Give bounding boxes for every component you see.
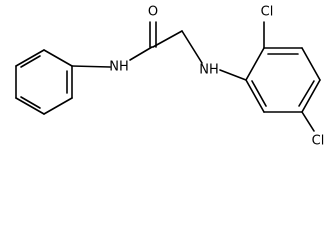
chlorine-bottom-label: Cl [312, 134, 325, 149]
bond-cl-bottom [301, 111, 315, 132]
bond-aryl-6 [245, 79, 265, 113]
bond-phenyl-1 [43, 49, 73, 67]
dichlorophenyl-ring [245, 47, 321, 113]
bond-n-carbonyl [129, 46, 153, 61]
chlorine-top-label: Cl [261, 5, 274, 20]
bond-aryl-double-3 [251, 80, 267, 107]
amide-nh-label: NH [109, 60, 129, 75]
phenyl-ring [15, 49, 73, 115]
bond-phenyl-4 [15, 97, 45, 115]
bond-phenyl-double-3 [20, 55, 41, 68]
structure-canvas: O NH NH Cl Cl [15, 5, 325, 149]
bond-phenyl-double-2 [20, 96, 41, 109]
bond-aryl-double-2 [298, 80, 315, 107]
bond-aryl-1 [245, 47, 265, 81]
carbonyl-double-bond [149, 21, 157, 48]
bond-aryl-3 [301, 47, 321, 81]
bond-phenyl-n [71, 65, 111, 68]
bond-n-aryl [219, 69, 247, 81]
chemical-structure-diagram: O NH NH Cl Cl [15, 5, 325, 149]
bond-ch2-n [181, 30, 203, 64]
bond-phenyl-3 [43, 97, 73, 115]
bond-carbonyl-ch2 [152, 30, 183, 48]
oxygen-label: O [148, 5, 158, 20]
amine-nh-label: NH [199, 63, 219, 78]
bond-phenyl-6 [15, 49, 45, 67]
bond-aryl-4 [301, 79, 321, 113]
